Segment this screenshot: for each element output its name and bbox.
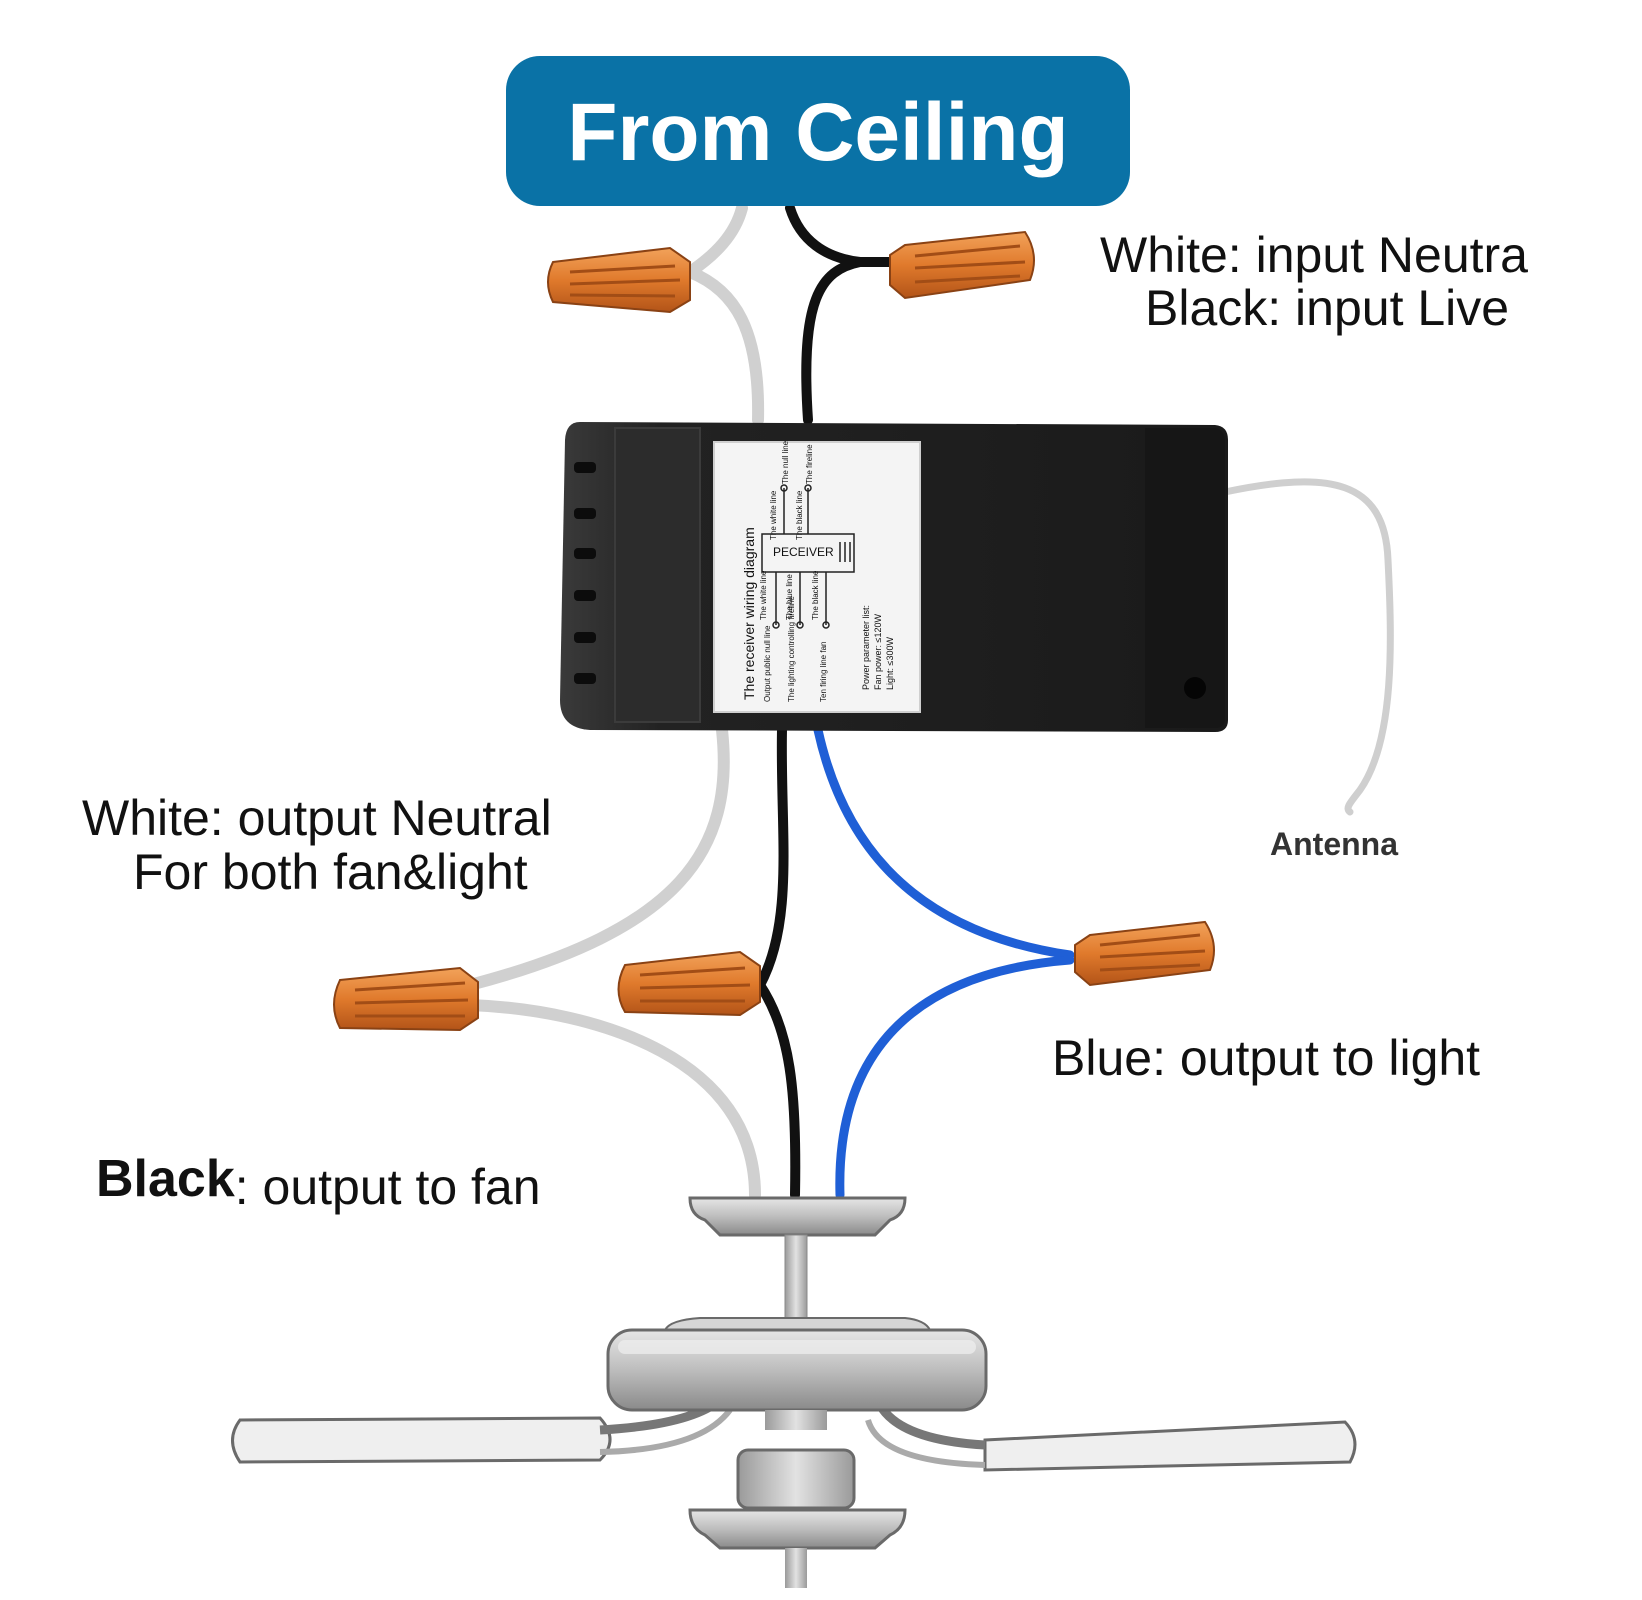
- label-output-blue: Blue: output to light: [1052, 1030, 1481, 1086]
- white-output-wire: [464, 724, 730, 991]
- fan-motor-top: [663, 1317, 932, 1331]
- receiver-sticker: [713, 441, 921, 713]
- input-wires: [634, 202, 910, 426]
- receiver-screw: [1184, 677, 1206, 699]
- wire-nut-top-left: [547, 246, 691, 314]
- wire-nut-black-output: [617, 950, 761, 1017]
- label-output-black-bold: Black: [96, 1150, 235, 1208]
- title-banner: From Ceiling: [506, 56, 1130, 206]
- antenna-wire: [1221, 478, 1394, 816]
- fan-light-cup: [736, 1448, 856, 1510]
- fan-blade-left: [231, 1416, 612, 1464]
- receiver-box: [560, 422, 1228, 732]
- ceiling-fan: [231, 1196, 1357, 1588]
- label-output-white-line2: For both fan&light: [133, 844, 528, 900]
- wire-nut-white-output: [333, 966, 479, 1032]
- label-output-black-rest: : output to fan: [234, 1159, 541, 1215]
- wire-nut-top-right: [889, 230, 1035, 300]
- fan-blade-right: [983, 1420, 1357, 1472]
- fan-switch-housing: [765, 1410, 827, 1430]
- white-input-wire: [677, 202, 765, 426]
- black-input-wire: [785, 203, 862, 425]
- fan-downrod: [784, 1234, 808, 1331]
- label-output-white-line1: White: output Neutral: [82, 790, 552, 846]
- title-text: From Ceiling: [567, 87, 1069, 178]
- black-output-wire: [755, 725, 789, 990]
- output-wires: [464, 724, 1075, 1201]
- blue-output-wire: [813, 725, 1075, 960]
- wire-nut-blue-output: [1074, 920, 1215, 987]
- label-output-black: Black: output to fan: [96, 1150, 541, 1212]
- label-input-black: Black: input Live: [1145, 280, 1510, 336]
- label-antenna: Antenna: [1270, 826, 1398, 862]
- label-input-white: White: input Neutra: [1100, 227, 1528, 283]
- fan-bottom-plate: [688, 1508, 907, 1550]
- fan-canopy: [688, 1196, 907, 1237]
